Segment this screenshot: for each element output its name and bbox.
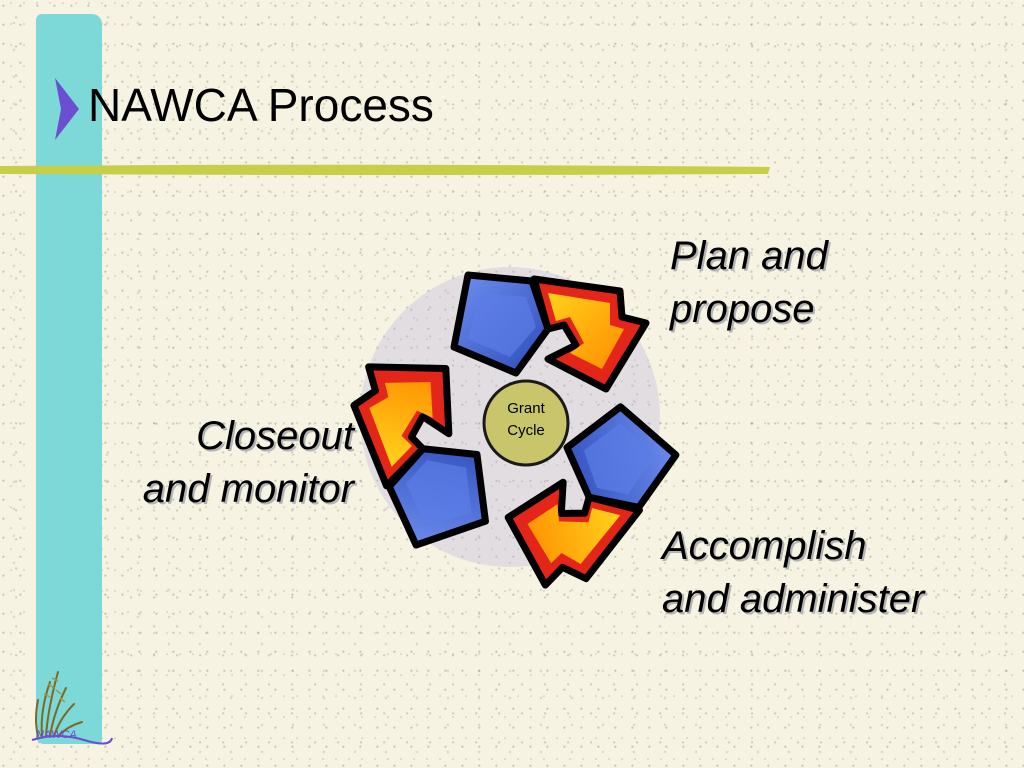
chevron-right-icon bbox=[55, 78, 79, 140]
center-node: Grant Cycle bbox=[482, 379, 570, 467]
stage-label-line: and monitor bbox=[142, 467, 354, 511]
stage-label-line: Accomplish bbox=[662, 524, 867, 568]
grant-cycle-diagram: Grant Cycle bbox=[350, 267, 690, 595]
page-title: NAWCA Process bbox=[88, 79, 434, 131]
accent-bar bbox=[36, 14, 102, 744]
stage-label-line: and administer bbox=[662, 577, 925, 621]
stage-label-plan: Plan and propose bbox=[670, 230, 828, 336]
center-label-line2: Cycle bbox=[507, 422, 545, 439]
stage-label-accomplish: Accomplish and administer bbox=[662, 520, 924, 626]
logo-text: NAWCA bbox=[36, 729, 77, 741]
grass-logo-icon bbox=[31, 671, 113, 745]
stage-label-closeout: Closeout and monitor bbox=[110, 410, 354, 516]
stage-label-line: Plan and bbox=[670, 234, 828, 278]
center-label-line1: Grant bbox=[507, 400, 545, 417]
stage-label-line: propose bbox=[670, 287, 815, 331]
title-rule bbox=[0, 164, 770, 175]
stage-label-line: Closeout bbox=[196, 414, 354, 458]
